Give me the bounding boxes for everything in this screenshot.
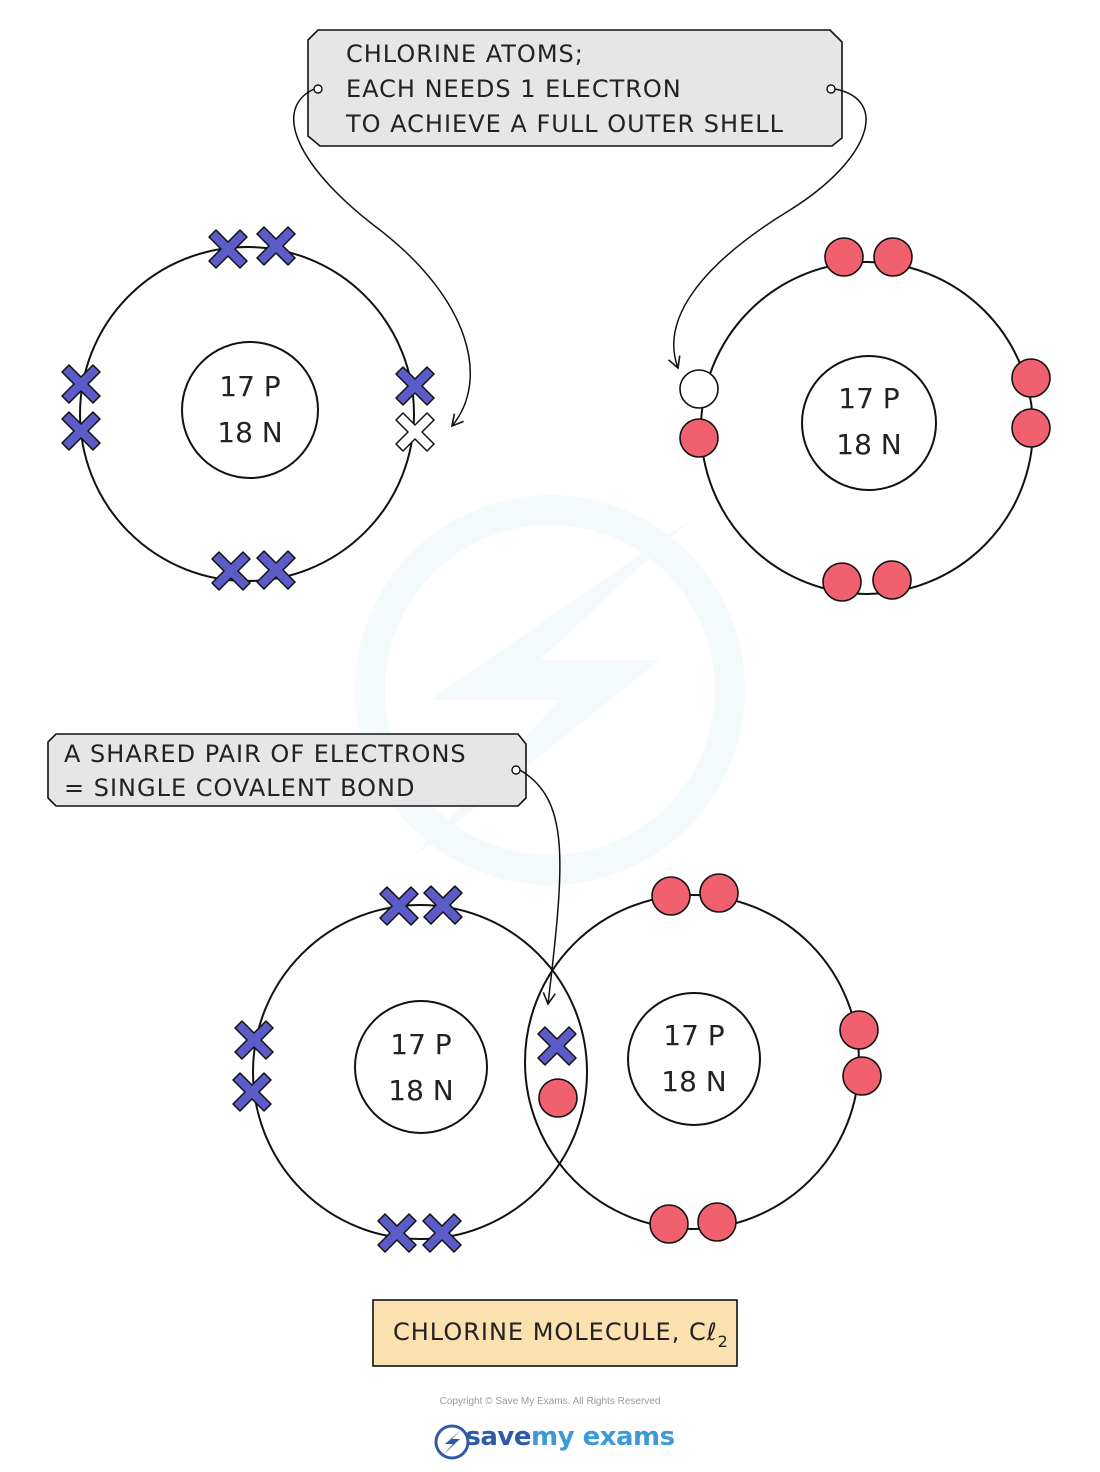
electron-dot — [699, 873, 739, 913]
missing-electron-cross — [395, 412, 435, 452]
atoms-callout-line2: EACH NEEDS 1 ELECTRON — [346, 75, 682, 103]
electron-dot — [697, 1202, 737, 1242]
electron-dot — [651, 876, 691, 916]
electron-dot — [538, 1078, 578, 1118]
electron-cross — [377, 1213, 417, 1253]
molecule-label: CHLORINE MOLECULE, Cℓ2 — [372, 1299, 738, 1367]
lightning-bolt-logo-icon — [434, 1424, 470, 1460]
atoms-callout-line3: TO ACHIEVE A FULL OUTER SHELL — [345, 110, 784, 138]
electron-dots-right — [679, 237, 1051, 602]
electron-cross — [61, 364, 101, 404]
bond-callout-line1: A SHARED PAIR OF ELECTRONS — [64, 740, 467, 768]
electron-dot — [873, 237, 913, 277]
nucleus-molecule-left-neutrons: 18 N — [388, 1074, 453, 1107]
electron-crosses-molecule — [232, 885, 577, 1253]
electron-dot — [842, 1056, 882, 1096]
electron-crosses-left — [61, 226, 435, 591]
electron-dot — [824, 237, 864, 277]
electron-cross — [256, 550, 296, 590]
atoms-callout-line1: CHLORINE ATOMS; — [346, 40, 584, 68]
bond-callout: A SHARED PAIR OF ELECTRONS = SINGLE COVA… — [47, 733, 527, 807]
electron-cross — [61, 411, 101, 451]
missing-electron-dot — [679, 369, 719, 409]
callout-arrow-left — [293, 88, 471, 428]
electron-cross — [379, 886, 419, 926]
nucleus-molecule-right-protons: 17 P — [663, 1019, 724, 1052]
nucleus-molecule-left — [354, 1000, 488, 1134]
chlorine-atom-right: 17 P 18 N — [679, 237, 1051, 602]
electron-cross — [395, 366, 435, 406]
nucleus-left-protons: 17 P — [219, 370, 280, 403]
molecule-label-text: CHLORINE MOLECULE, Cℓ2 — [393, 1318, 729, 1351]
nucleus-molecule-right-neutrons: 18 N — [661, 1065, 726, 1098]
nucleus-right-neutrons: 18 N — [836, 428, 901, 461]
electron-dot — [649, 1204, 689, 1244]
electron-cross — [423, 885, 463, 925]
callout-arrow-right — [668, 88, 867, 370]
electron-cross — [234, 1020, 274, 1060]
brand-wordmark: savemy exams — [465, 1422, 675, 1452]
nucleus-right-protons: 17 P — [838, 382, 899, 415]
watermark-logo — [355, 495, 745, 885]
chlorine-molecule: 17 P 18 N 17 P 18 N — [232, 873, 882, 1253]
nucleus-left — [181, 341, 319, 479]
nucleus-molecule-right — [627, 992, 761, 1126]
copyright-notice: Copyright © Save My Exams. All Rights Re… — [439, 1396, 661, 1407]
electron-cross — [208, 229, 248, 269]
electron-dot — [679, 418, 719, 458]
electron-cross — [537, 1026, 577, 1066]
nucleus-left-neutrons: 18 N — [217, 416, 282, 449]
brand-logo[interactable]: savemy exams — [0, 1422, 1100, 1452]
electron-cross — [422, 1213, 462, 1253]
electron-cross — [256, 226, 296, 266]
electron-cross — [211, 551, 251, 591]
electron-dot — [822, 562, 862, 602]
nucleus-right — [801, 355, 937, 491]
electron-dot — [1011, 408, 1051, 448]
electron-dots-molecule — [538, 873, 882, 1244]
bond-callout-line2: = SINGLE COVALENT BOND — [64, 774, 415, 802]
electron-dot — [1011, 358, 1051, 398]
electron-dot — [839, 1010, 879, 1050]
chlorine-atom-left: 17 P 18 N — [61, 226, 435, 591]
atoms-callout: CHLORINE ATOMS; EACH NEEDS 1 ELECTRON TO… — [307, 29, 843, 147]
electron-dot — [872, 560, 912, 600]
nucleus-molecule-left-protons: 17 P — [390, 1028, 451, 1061]
bond-callout-arrow — [519, 769, 561, 1006]
electron-cross — [232, 1072, 272, 1112]
